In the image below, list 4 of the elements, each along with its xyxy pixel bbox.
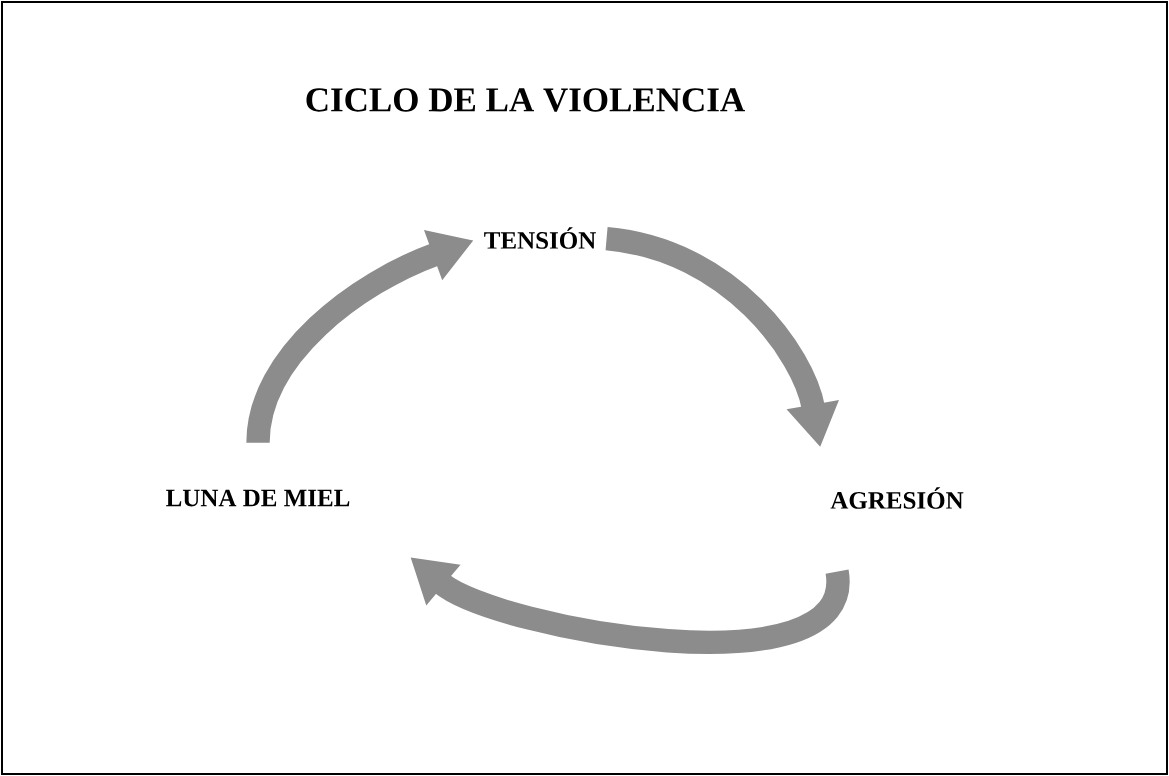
stage-label: LUNA DE MIEL (166, 489, 350, 507)
title: CICLO DE LA VIOLENCIA (306, 88, 745, 112)
stage-label: TENSIÓN (484, 227, 596, 249)
stage-label: AGRESIÓN (830, 487, 964, 509)
